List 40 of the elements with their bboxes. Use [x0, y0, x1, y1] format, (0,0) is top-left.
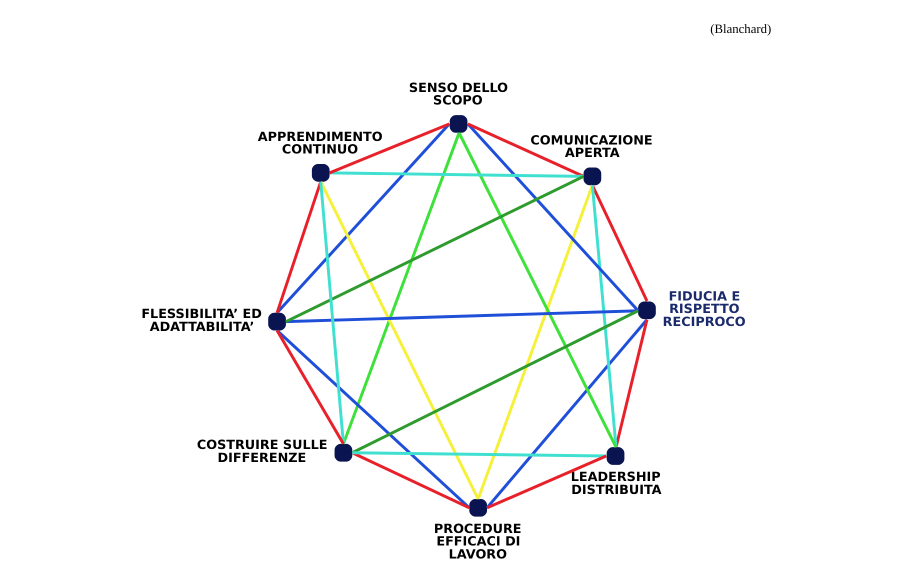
connector: [328, 122, 450, 174]
node-label: PROCEDURE EFFICACI DI LAVORO: [433, 522, 522, 562]
node-label: LEADERSHIP DISTRIBUITA: [570, 470, 662, 498]
node-circle: [449, 115, 467, 133]
connector: [590, 185, 617, 448]
label: (Blanchard): [710, 22, 771, 36]
node-circle: [334, 444, 352, 462]
node-circle: [606, 447, 624, 465]
connector: [590, 184, 648, 302]
connector: [285, 309, 638, 324]
node-label: COSTRUIRE SULLE DIFFERENZE: [196, 438, 327, 466]
node-label: FIDUCIA E RISPETTO RECIPROCO: [662, 289, 746, 330]
connector: [351, 309, 638, 454]
connector: [466, 122, 639, 312]
node-circle: [311, 164, 330, 182]
connector: [457, 132, 617, 448]
connector: [342, 132, 460, 444]
node-circle: [268, 312, 286, 330]
node-circle: [583, 168, 601, 186]
connector: [476, 184, 594, 500]
connector: [275, 181, 322, 314]
node-label: COMUNICAZIONE APERTA: [530, 133, 652, 162]
connector: [352, 451, 606, 458]
node-label: SENSO DELLO SCOPO: [408, 80, 508, 109]
connector: [284, 175, 584, 323]
connector: [276, 329, 470, 509]
connector: [329, 171, 584, 178]
node-circle: [638, 301, 656, 320]
connector: [485, 318, 648, 509]
connector: [275, 330, 344, 445]
connector: [318, 181, 479, 500]
connector: [486, 454, 606, 510]
node-circle: [468, 498, 486, 517]
connector: [466, 122, 584, 178]
connector: [614, 319, 648, 448]
connector: [318, 182, 344, 444]
node-label: FLESSIBILITA’ ED ADATTABILITA’: [140, 307, 262, 335]
node-label: APPRENDIMENTO CONTINUO: [257, 130, 382, 158]
connector: [351, 451, 470, 510]
connector: [275, 122, 450, 314]
